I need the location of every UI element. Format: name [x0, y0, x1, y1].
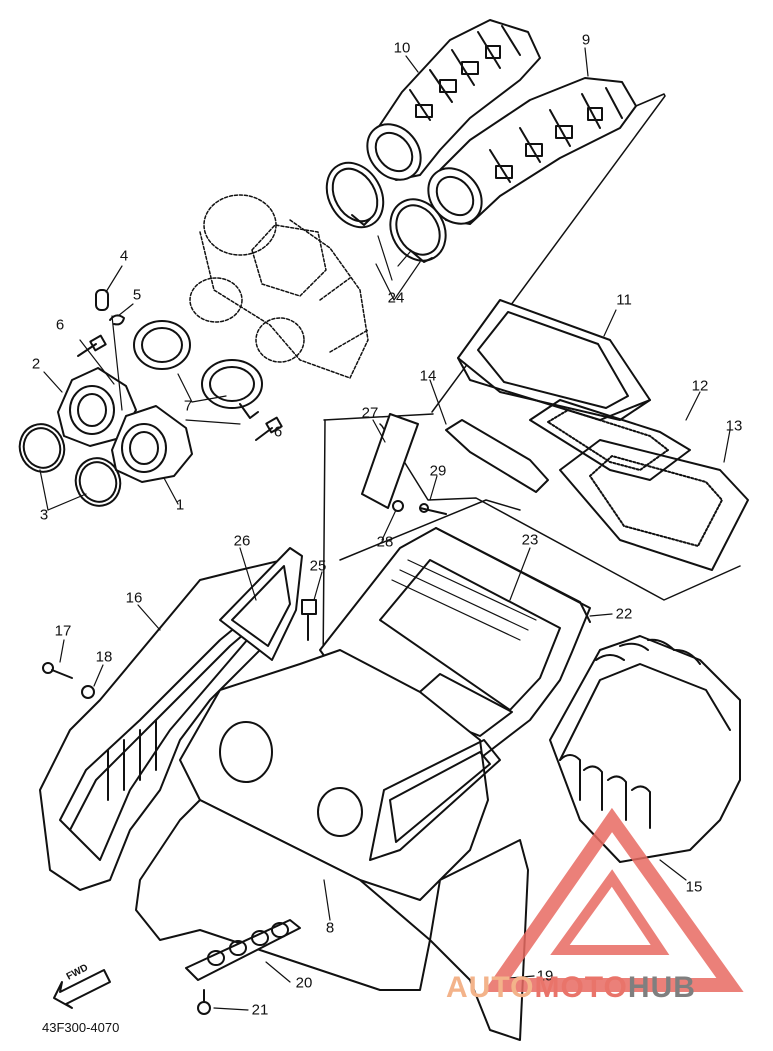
side-cover-15	[549, 635, 741, 863]
callout-15: 15	[685, 878, 703, 896]
screw-21	[197, 989, 211, 1015]
watermark-part1: AUTO	[446, 971, 535, 1004]
callout-20: 20	[295, 974, 313, 992]
bracket-14	[445, 419, 549, 493]
intake-hose-9	[427, 77, 637, 225]
callout-18: 18	[95, 648, 113, 666]
carburetor-assembly	[189, 194, 369, 379]
watermark-part2: MOTO	[534, 971, 628, 1004]
callout-29: 29	[429, 462, 447, 480]
cap-4	[95, 289, 109, 311]
o-rings-3	[18, 423, 122, 507]
callout-25: 25	[309, 557, 327, 575]
callout-16: 16	[125, 589, 143, 607]
callout-23: 23	[521, 531, 539, 549]
intake-hose-10	[366, 19, 541, 181]
callout-27: 27	[361, 404, 379, 422]
filter-element-12	[529, 399, 691, 481]
callout-6a: 6	[55, 316, 65, 334]
callout-22: 22	[615, 605, 633, 623]
callout-2: 2	[31, 355, 41, 373]
screw-17	[42, 662, 73, 679]
callout-26: 26	[233, 532, 251, 550]
clamps-7	[133, 320, 263, 419]
callout-10: 10	[393, 39, 411, 57]
nut-28	[392, 500, 404, 512]
callout-14: 14	[419, 367, 437, 385]
callout-4: 4	[119, 247, 129, 265]
callout-13: 13	[725, 417, 743, 435]
intake-joint-2	[57, 367, 137, 447]
fwd-arrow-icon	[53, 969, 111, 1009]
filter-case-11	[457, 299, 651, 421]
washer-18	[81, 685, 95, 699]
callout-17: 17	[54, 622, 72, 640]
clip-5	[109, 314, 125, 326]
filter-seal-13	[559, 439, 749, 571]
callout-1: 1	[175, 496, 185, 514]
damper-plate-20	[185, 919, 301, 981]
watermark-logo-icon	[483, 807, 744, 992]
plate-27	[361, 413, 419, 509]
callout-21: 21	[251, 1001, 269, 1019]
bolt-29	[419, 507, 447, 515]
callout-6b: 6	[273, 423, 283, 441]
hose-clamps-24	[325, 161, 447, 263]
duct-cover-26	[219, 547, 303, 661]
callout-28: 28	[376, 533, 394, 551]
callout-3: 3	[39, 506, 49, 524]
callout-9: 9	[581, 31, 591, 49]
callout-12: 12	[691, 377, 709, 395]
intake-joint-1	[111, 405, 193, 483]
callout-8: 8	[325, 919, 335, 937]
part-code: 43F300-4070	[42, 1020, 120, 1035]
bolt-25	[301, 599, 317, 641]
callout-5: 5	[132, 286, 142, 304]
watermark-text: AUTOMOTOHUB	[446, 971, 696, 1005]
watermark-part3: HUB	[627, 971, 696, 1004]
callout-7: 7	[183, 397, 193, 415]
screw-6b	[255, 416, 283, 441]
callout-19: 19	[536, 967, 554, 985]
callout-24: 24	[387, 289, 405, 307]
callout-11: 11	[616, 291, 632, 309]
screw-6a	[77, 334, 107, 357]
